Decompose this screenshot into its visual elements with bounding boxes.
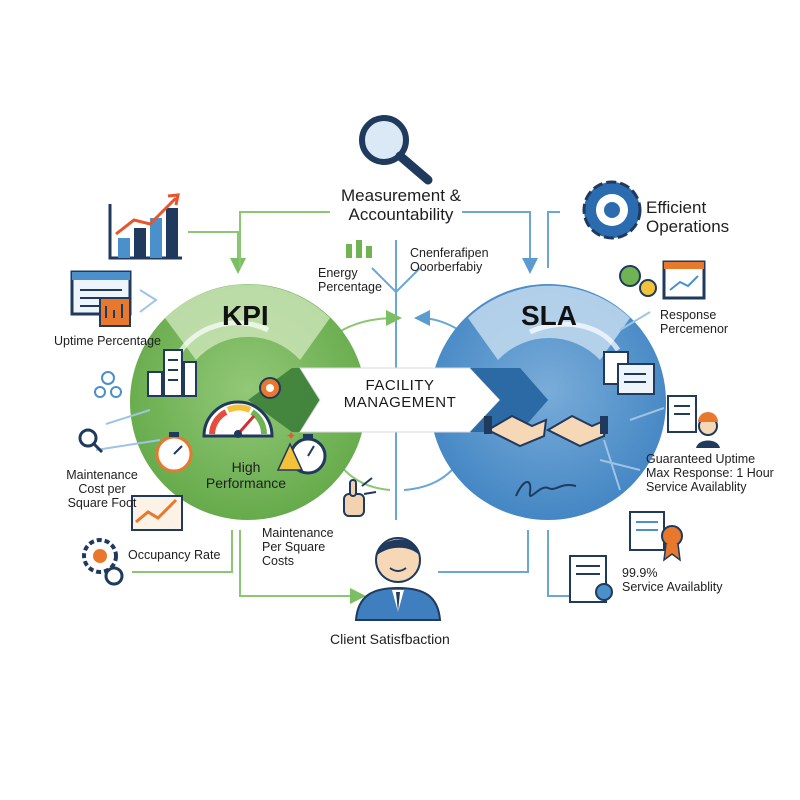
businessman-icon (354, 537, 442, 621)
client-satisfaction-label: Client Satisfbaction (330, 631, 450, 647)
response-percentage-label: Response Percemenor (660, 308, 729, 336)
buildings-icon (147, 349, 197, 397)
bar-chart-icon (108, 193, 182, 260)
gear-icon (259, 377, 281, 399)
guaranteed-uptime-label: Guaranteed Uptime Max Response: 1 Hour S… (646, 452, 774, 494)
measurement-label: Measurement & Accountability (341, 186, 461, 225)
energy-percentage-label: Energy Percentage (318, 266, 382, 294)
svg-text:✦: ✦ (286, 429, 296, 443)
large-gear-icon (582, 180, 642, 240)
document-icon (603, 351, 655, 395)
conflict-label: Cnenferafipen Ooorberfabiy (410, 246, 489, 274)
facility-management-label: FACILITY MANAGEMENT (343, 377, 457, 411)
gear-cluster-icon (82, 538, 124, 586)
dashboard-monitor-icon (619, 260, 706, 300)
laptop-icon (70, 270, 132, 327)
facility-banner (248, 367, 548, 433)
stopwatch-icon (155, 432, 193, 473)
decor-lines-right (599, 311, 665, 491)
pointing-hand-icon (343, 477, 377, 517)
maintenance-cost-label: Maintenance Cost per Square Foot (66, 468, 138, 510)
sla-title: SLA (521, 300, 577, 331)
worker-icon (667, 395, 720, 448)
signature-icon (515, 481, 577, 497)
kpi-title: KPI (222, 300, 269, 331)
gauge-icon (202, 400, 274, 438)
magnifier-icon (359, 115, 433, 185)
efficient-operations-label: Efficient Operations (646, 198, 730, 237)
high-performance-label: High Performance (205, 459, 287, 491)
occupancy-rate-label: Occupancy Rate (128, 548, 221, 562)
certificate-bottom-icon (569, 555, 613, 603)
energy-icon (346, 240, 372, 258)
availability-label: 99.9% Service Availablity (622, 566, 723, 594)
decor-lines-left (94, 289, 161, 451)
small-magnifier-icon (78, 428, 104, 454)
maintenance-per-square-label: Maintenance Per Square Costs (262, 526, 334, 568)
uptime-percentage-label: Uptime Percentage (54, 334, 162, 348)
certificate-icon (629, 511, 683, 562)
stopwatch-right-icon: ✦ (276, 429, 327, 475)
trend-card-icon (131, 495, 183, 531)
handshake-icon (484, 414, 608, 448)
